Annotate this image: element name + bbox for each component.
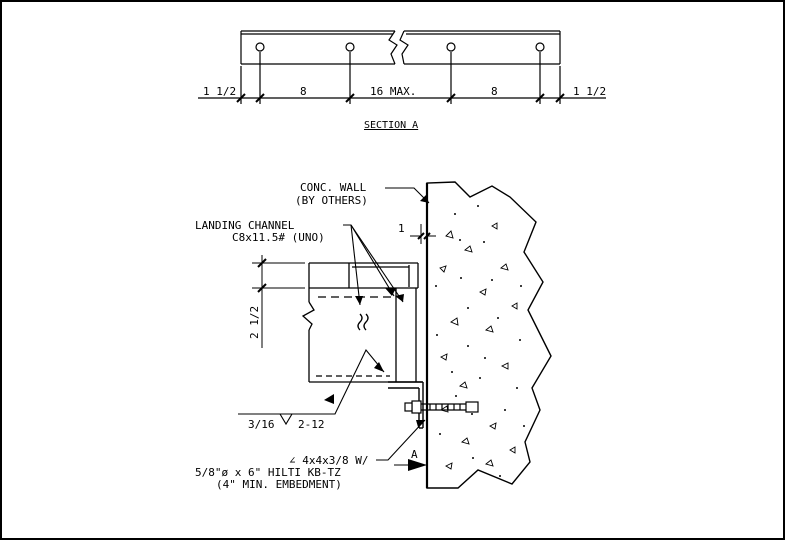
bolt-hole xyxy=(535,42,545,52)
weld-spacing-label: 2-12 xyxy=(298,418,325,431)
concrete-hatch xyxy=(439,222,518,470)
dim-label-center-spacing: 16 MAX. xyxy=(370,85,416,98)
concrete-wall xyxy=(425,181,552,489)
section-a-title: SECTION A xyxy=(364,120,418,131)
landing-channel xyxy=(301,262,422,383)
concrete-dots xyxy=(435,205,525,477)
bolt-hole xyxy=(446,42,456,52)
angle-note-line1: ∠ 4x4x3/8 W/ xyxy=(289,454,368,467)
weld-flag xyxy=(324,394,334,404)
dim-label-right-edge: 1 1/2 xyxy=(573,85,606,98)
weld-symbol xyxy=(279,413,293,426)
wall-note-line2: (BY OTHERS) xyxy=(295,194,368,207)
gap-dimension xyxy=(410,224,436,244)
angle-note-line3: (4" MIN. EMBEDMENT) xyxy=(216,478,342,491)
dim-label-right-spacing: 8 xyxy=(491,85,498,98)
vertical-dim-label: 2 1/2 xyxy=(248,306,261,339)
dim-label-left-edge: 1 1/2 xyxy=(203,85,236,98)
vertical-dimension xyxy=(252,255,305,348)
channel-note-line1: LANDING CHANNEL xyxy=(195,219,295,232)
dim-label-left-spacing: 8 xyxy=(300,85,307,98)
section-marker-arrow xyxy=(408,459,427,471)
section-marker-label: A xyxy=(411,448,418,461)
channel-note-line2: C8x11.5# (UNO) xyxy=(232,231,325,244)
leader-lines xyxy=(238,187,430,466)
bolt-hole xyxy=(255,42,265,52)
section-a-detail xyxy=(198,30,606,104)
arrowheads xyxy=(324,195,429,471)
bolt-hole xyxy=(345,42,355,52)
wall-note-line1: CONC. WALL xyxy=(300,181,367,194)
angle-note-line2: 5/8"ø x 6" HILTI KB-TZ xyxy=(195,466,341,479)
anchor-bolt xyxy=(404,400,479,414)
gap-dim-label: 1 xyxy=(398,222,405,235)
section-a-right-plate xyxy=(399,30,561,65)
section-a-left-plate xyxy=(240,30,398,65)
weld-size-label: 3/16 xyxy=(248,418,275,431)
